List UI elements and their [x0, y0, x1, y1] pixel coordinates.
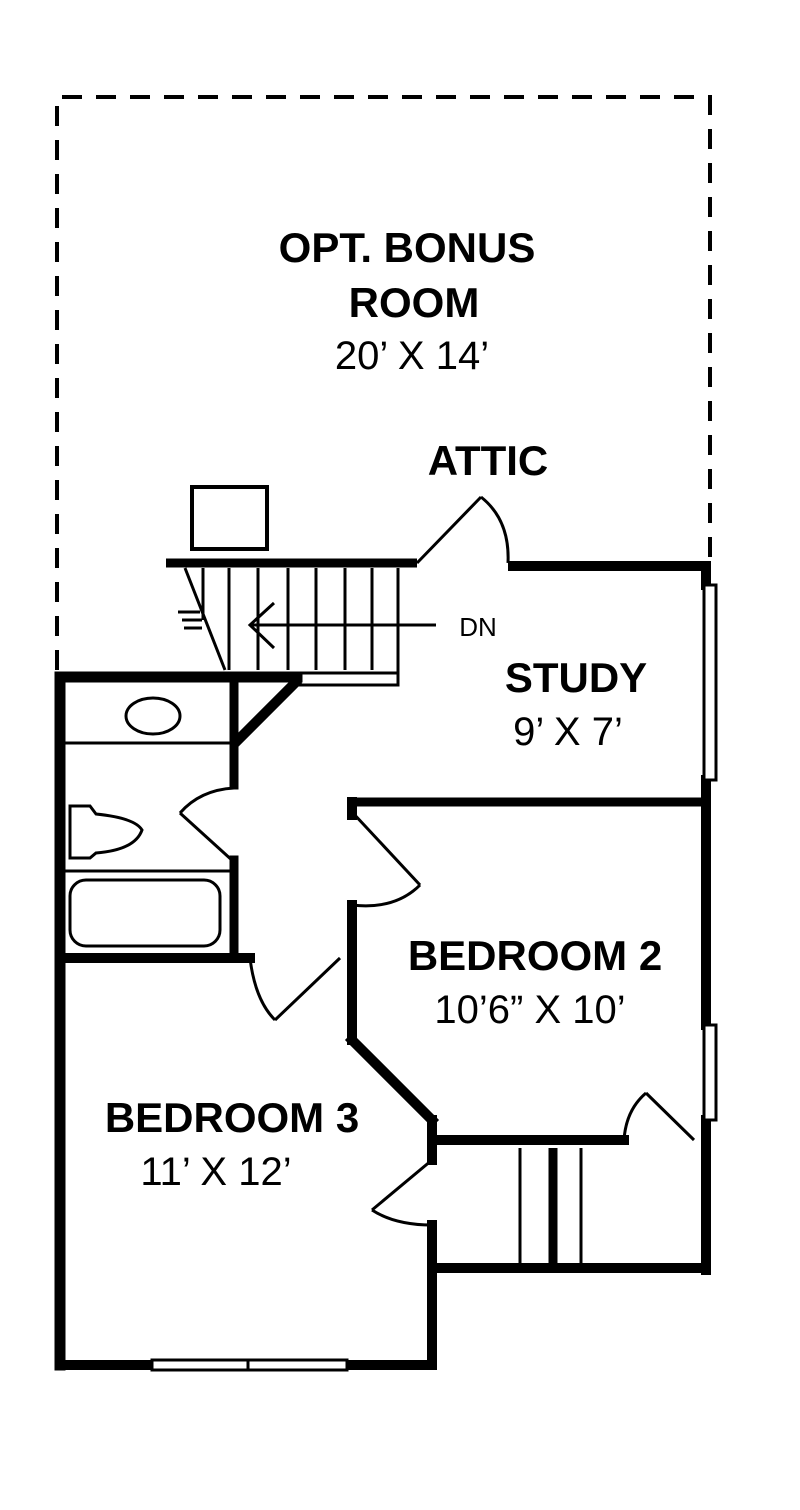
bedroom2-dimensions: 10’6” X 10’	[434, 988, 626, 1032]
bedroom2-name: BEDROOM 2	[407, 932, 663, 979]
closets	[437, 1148, 700, 1267]
windows	[150, 583, 718, 1372]
bonus-room-name-line1: OPT. BONUS	[278, 224, 536, 271]
study-name: STUDY	[504, 654, 648, 701]
bonus-room-dimensions: 20’ X 14’	[334, 334, 490, 378]
staircase	[178, 567, 436, 687]
toilet-icon	[68, 804, 144, 860]
stairs-down-label: DN	[459, 612, 497, 642]
chimney-box	[190, 485, 269, 551]
attic-label: ATTIC	[427, 437, 549, 484]
doors	[178, 786, 696, 1227]
bedroom3-name: BEDROOM 3	[104, 1094, 360, 1141]
study-dimensions: 9’ X 7’	[513, 710, 623, 754]
bedroom3-dimensions: 11’ X 12’	[140, 1150, 292, 1194]
sink-icon	[124, 696, 182, 736]
bonus-room-name-line2: ROOM	[348, 279, 480, 326]
bathtub-icon	[68, 878, 222, 948]
bonus-room-outline	[55, 95, 712, 670]
